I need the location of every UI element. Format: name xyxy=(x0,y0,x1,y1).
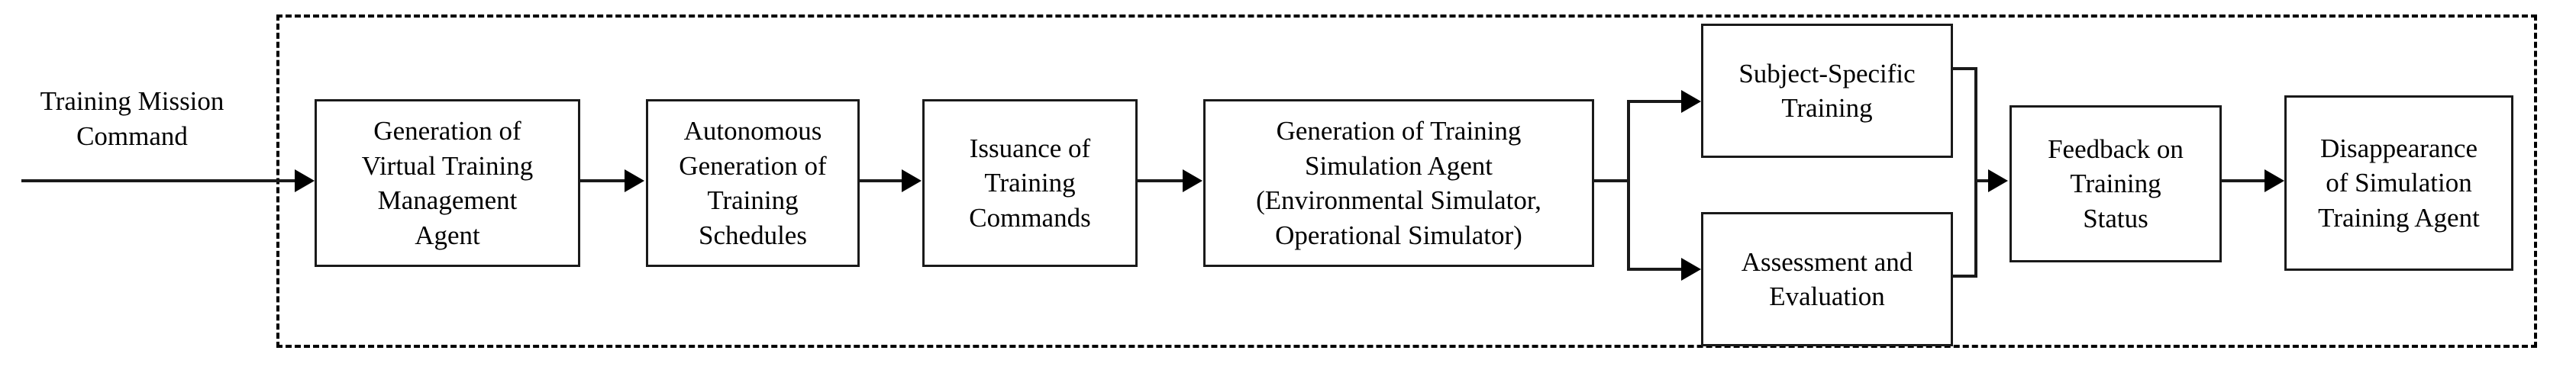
node-disappearance-simulation-training-agent[interactable]: Disappearance of Simulation Training Age… xyxy=(2284,95,2513,271)
training-mission-command-label: Training Mission Command xyxy=(40,86,224,151)
split-branch-arrowhead-upper xyxy=(1681,90,1701,113)
node-issuance-training-commands[interactable]: Issuance of Training Commands xyxy=(922,99,1138,267)
merge-stem-line xyxy=(1974,179,1991,182)
split-branch-line-lower xyxy=(1627,268,1685,271)
merge-branch-line-upper xyxy=(1953,67,1977,70)
connector-line-1-2 xyxy=(580,179,628,182)
node-generation-training-simulation-agent[interactable]: Generation of Training Simulation Agent … xyxy=(1203,99,1594,267)
connector-line-3-4 xyxy=(1138,179,1185,182)
split-branch-line-upper xyxy=(1627,100,1685,103)
node-generation-virtual-training-management-agent[interactable]: Generation of Virtual Training Managemen… xyxy=(315,99,580,267)
node-subject-specific-training[interactable]: Subject-Specific Training xyxy=(1701,24,1953,158)
split-riser-line xyxy=(1627,100,1630,271)
connector-arrowhead-1-2 xyxy=(625,169,644,192)
split-stem-line xyxy=(1594,179,1630,182)
connector-arrowhead-3-4 xyxy=(1183,169,1202,192)
connector-line-2-3 xyxy=(860,179,902,182)
merge-riser-line xyxy=(1974,67,1977,278)
merge-branch-line-lower xyxy=(1953,275,1977,278)
node-assessment-and-evaluation[interactable]: Assessment and Evaluation xyxy=(1701,212,1953,346)
merge-stem-arrowhead xyxy=(1988,169,2008,192)
input-connector-arrowhead xyxy=(295,169,315,192)
connector-arrowhead-2-3 xyxy=(902,169,922,192)
node-feedback-on-training-status[interactable]: Feedback on Training Status xyxy=(2009,105,2222,262)
node-autonomous-generation-training-schedules[interactable]: Autonomous Generation of Training Schedu… xyxy=(646,99,860,267)
connector-arrowhead-7-8 xyxy=(2264,169,2284,192)
split-branch-arrowhead-lower xyxy=(1681,258,1701,281)
input-connector-line xyxy=(21,179,296,182)
connector-line-7-8 xyxy=(2222,179,2266,182)
